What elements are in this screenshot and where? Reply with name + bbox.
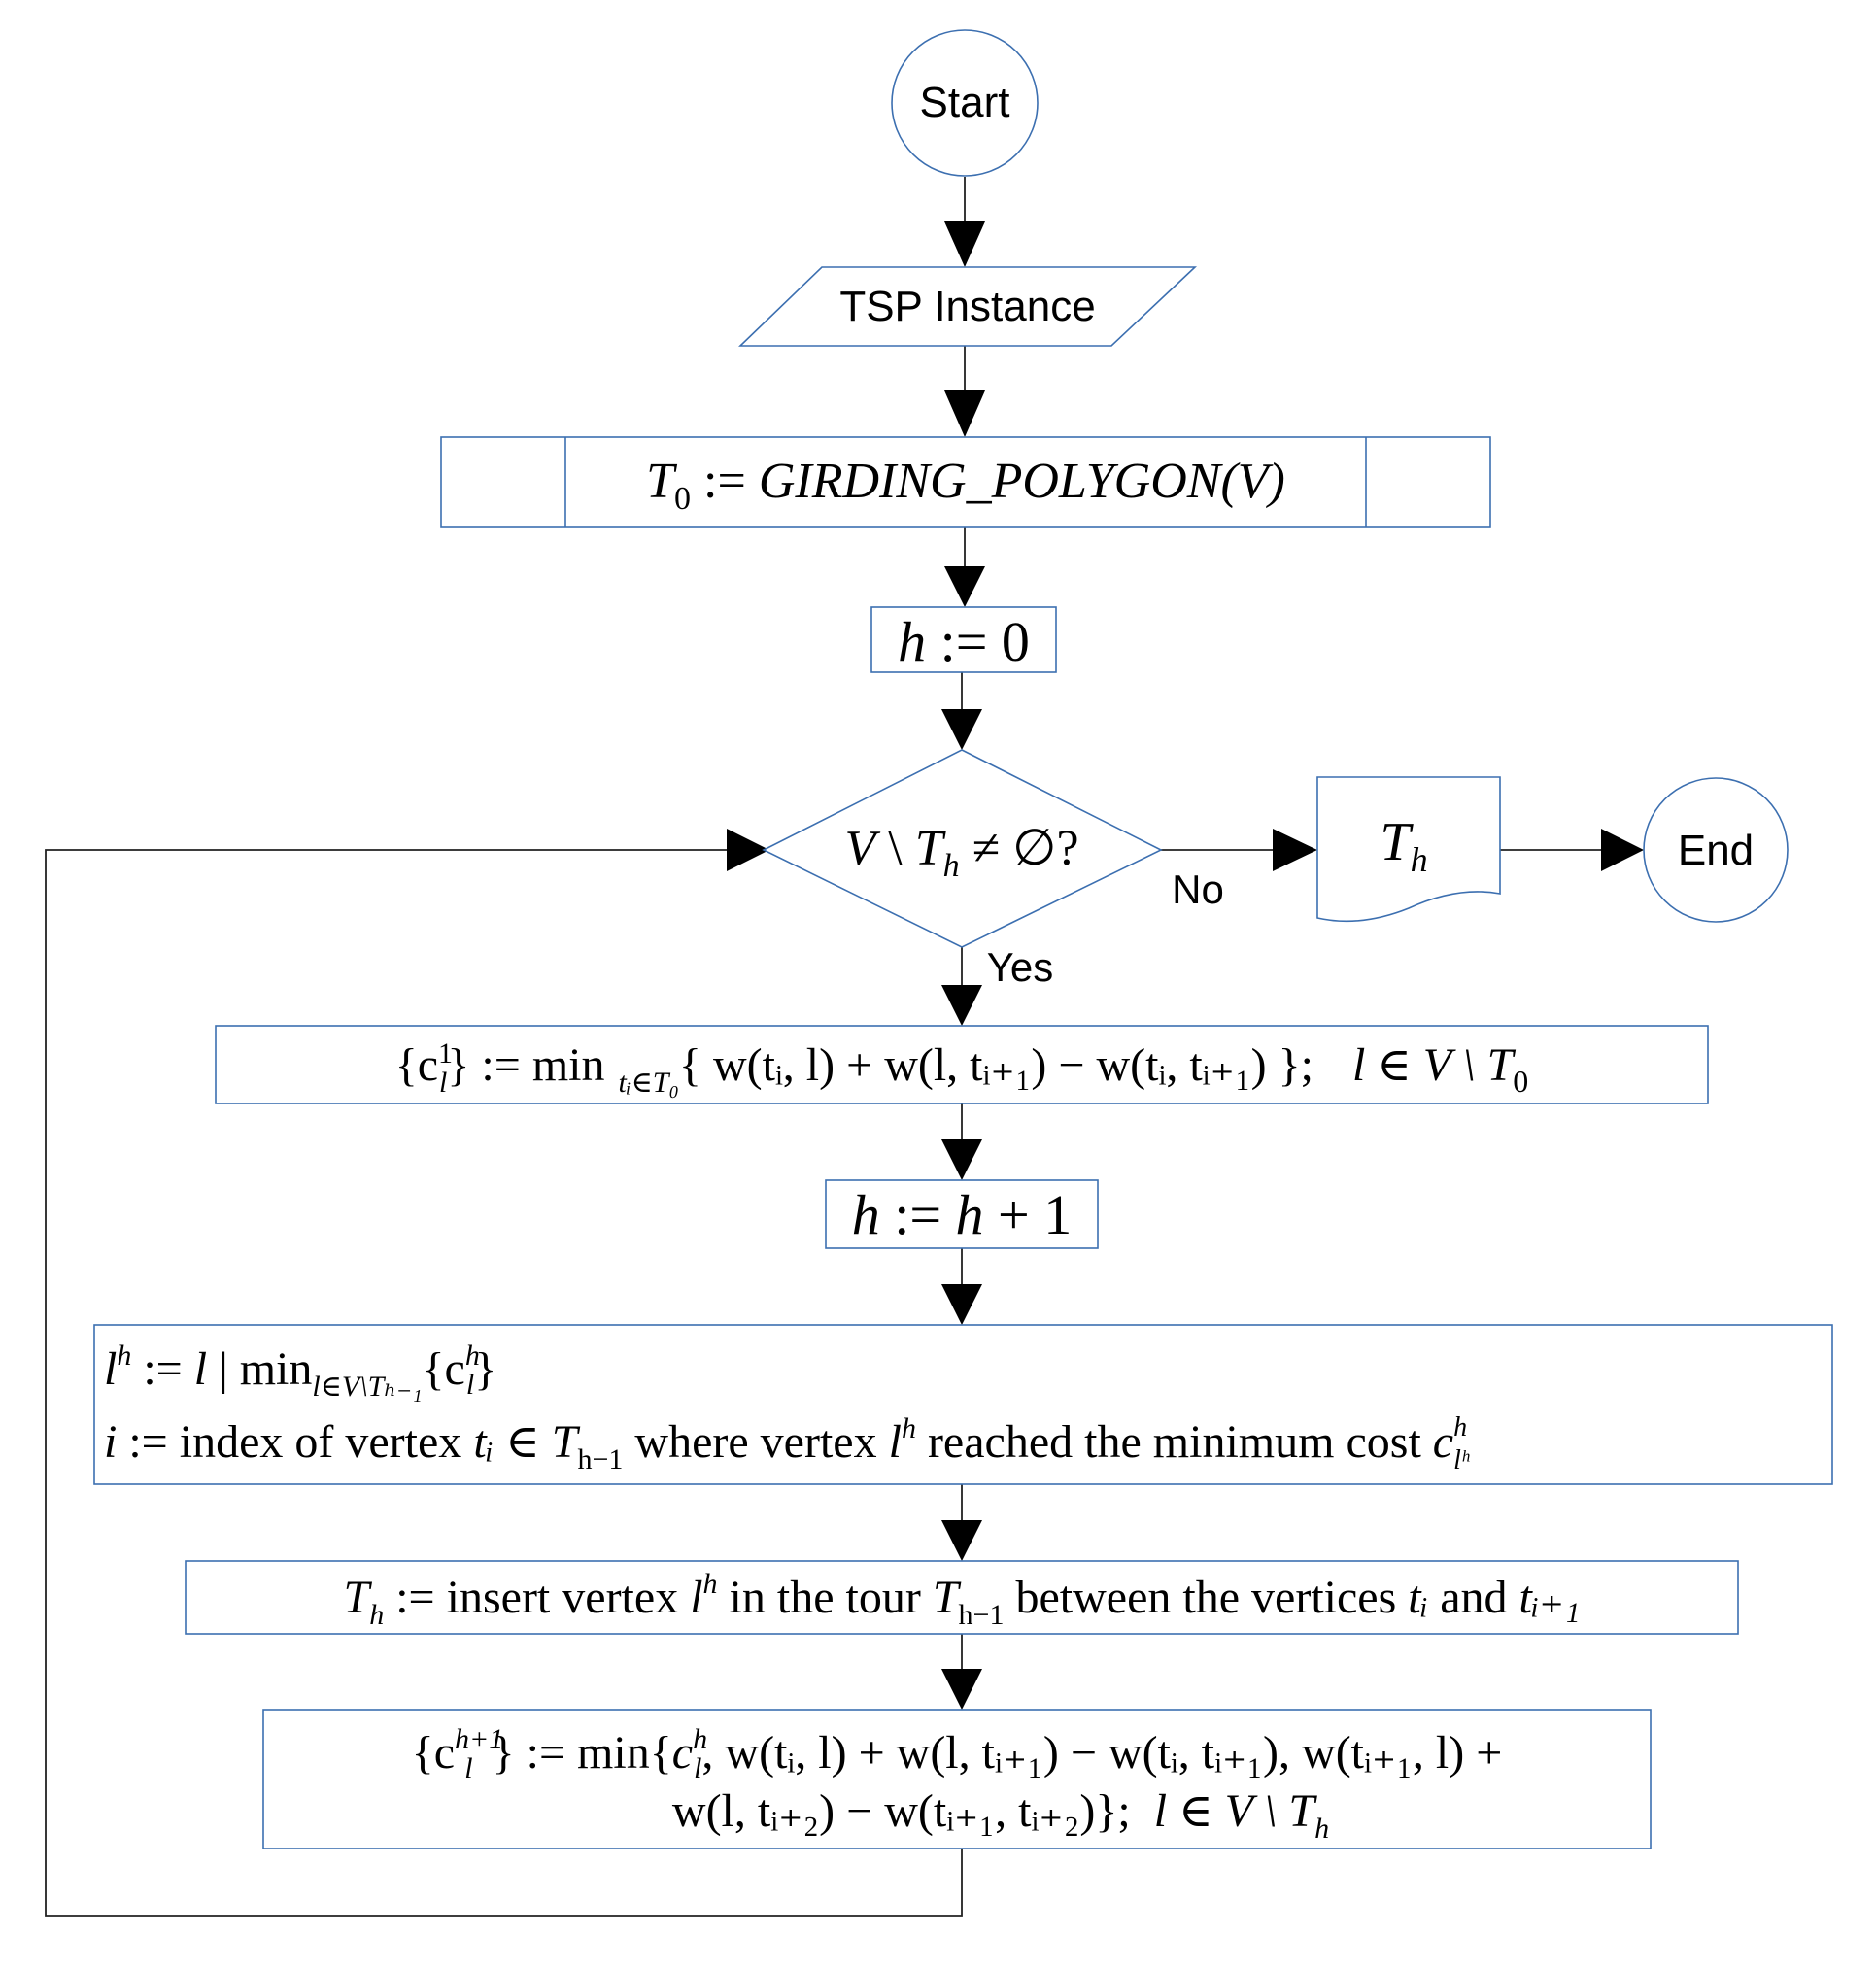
arrow-inc-select [941,1284,982,1325]
arrow-insert-update [941,1669,982,1710]
decision-formula: V \ Th ≠ ∅? [844,821,1078,884]
select-line2: i := index of vertex tᵢ ∈ Th−1 where ver… [104,1412,1470,1476]
increment-node: h := h + 1 [825,1179,1099,1249]
arrow-decision-c1 [941,985,982,1026]
start-label: Start [920,79,1010,126]
increment-formula: h := h + 1 [852,1183,1073,1246]
init-formula: h := 0 [898,610,1030,673]
arrow-start-input [944,221,985,267]
input-label: TSP Instance [839,283,1095,330]
output-formula: Th [1380,812,1427,879]
update-line2: w(l, tᵢ₊₂) − w(tᵢ₊₁, tᵢ₊₂)};l ∈ V \ Th [672,1785,1329,1845]
girding-node: T0 := GIRDING_POLYGON(V) [440,436,1491,528]
edges [45,177,1644,1917]
yes-label: Yes [987,944,1054,990]
end-label: End [1678,827,1754,874]
output-node: Th [1316,776,1501,923]
decision-node: V \ Th ≠ ∅? [762,749,1163,948]
input-node: TSP Instance [738,266,1198,347]
end-node: End [1643,777,1789,923]
insert-formula: Th := insert vertex lh in the tour Th−1 … [344,1568,1581,1631]
arrow-select-insert [941,1520,982,1561]
arrow-input-girding [944,390,985,437]
edge-loop-back [45,849,963,1917]
start-node: Start [891,29,1039,177]
insert-node: Th := insert vertex lh in the tour Th−1 … [185,1560,1739,1635]
arrow-output-end [1601,829,1644,871]
arrow-c1-inc [941,1139,982,1180]
arrow-girding-h0 [944,566,985,607]
girding-formula: T0 := GIRDING_POLYGON(V) [646,454,1285,517]
arrow-decision-output [1273,829,1317,871]
init-node: h := 0 [870,606,1057,673]
arrow-h0-decision [941,709,982,750]
no-label: No [1172,866,1224,912]
arrow-loop-back [727,829,769,871]
